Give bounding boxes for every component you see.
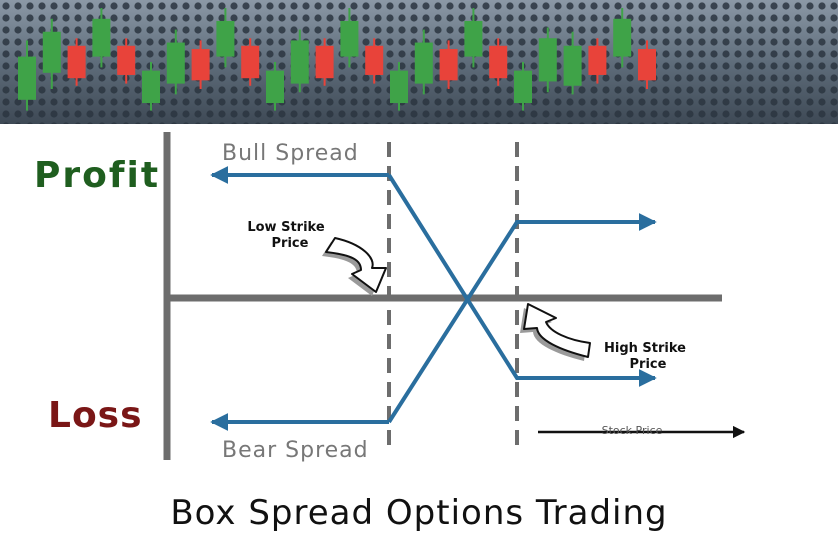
candle-down	[489, 45, 508, 79]
candle-up	[464, 20, 483, 57]
candle-up	[92, 18, 111, 57]
page-title: Box Spread Options Trading	[170, 493, 667, 533]
high-strike-label-line1: High Strike	[604, 341, 686, 356]
low-strike-label-line2: Price	[272, 236, 309, 251]
candle-up	[563, 45, 582, 86]
candle-up	[613, 18, 632, 57]
bull-spread-payoff-right	[387, 173, 657, 387]
candle-down	[117, 45, 136, 75]
candle-up	[390, 70, 408, 104]
candle-up	[216, 20, 235, 57]
low-strike-label-line1: Low Strike	[247, 220, 324, 235]
high-strike-curved-arrow-icon	[520, 303, 591, 361]
bear-spread-label: Bear Spread	[222, 438, 369, 463]
candle-down	[67, 45, 86, 79]
candle-up	[538, 38, 557, 82]
low-strike-curved-arrow-icon	[322, 237, 387, 296]
candle-up	[290, 40, 309, 84]
candle-up	[166, 42, 185, 84]
candlestick-banner	[0, 0, 838, 124]
candle-up	[18, 56, 36, 100]
candle-down	[365, 45, 384, 75]
candles	[18, 8, 656, 111]
candle-up	[266, 70, 284, 104]
candle-down	[439, 49, 458, 81]
candle-down	[241, 45, 260, 79]
bear-spread-payoff-right	[387, 213, 657, 424]
candle-down	[315, 45, 334, 79]
loss-label: Loss	[48, 395, 143, 436]
candle-up	[142, 70, 160, 104]
candle-up	[514, 70, 532, 104]
candle-up	[340, 20, 359, 57]
candle-down	[638, 49, 656, 81]
candle-up	[414, 42, 433, 84]
high-strike-label-line2: Price	[630, 357, 667, 372]
candle-down	[191, 49, 210, 81]
stock-price-label: Stock Price	[602, 424, 663, 437]
candle-down	[588, 45, 607, 75]
profit-label: Profit	[34, 155, 160, 196]
bull-spread-label: Bull Spread	[222, 141, 359, 166]
candle-up	[42, 31, 61, 73]
